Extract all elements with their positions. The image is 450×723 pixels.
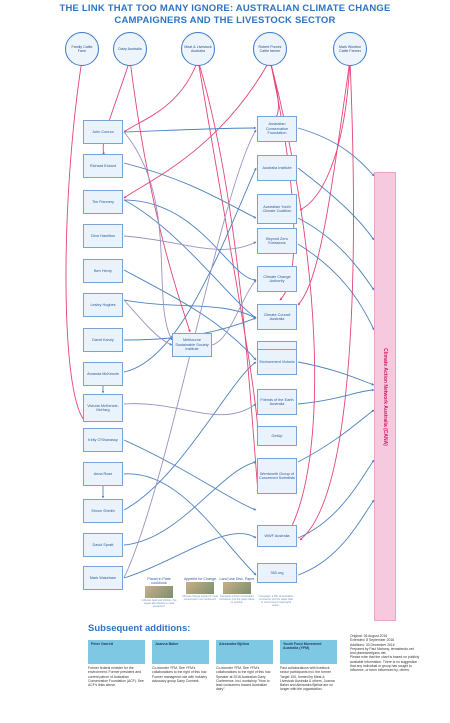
source-title: Land Use Disc. Paper <box>219 577 255 581</box>
hub-msssi: Melbourne Sustainable Society Institute <box>172 333 212 357</box>
source-campaign: Campaign: a fifth of Australia's emissio… <box>258 595 294 607</box>
source-caption: Campaign: a fifth of Australia's emissio… <box>258 595 294 607</box>
card-head: Peter Garrett <box>88 640 145 664</box>
org-box: Climate Council Australia <box>257 304 297 330</box>
report-cover-image <box>186 582 214 594</box>
note-extended: Extended: 8 September 2016 <box>350 638 395 643</box>
org-box: Climate Change Authority <box>257 266 297 292</box>
person-box: David Karoly <box>83 328 123 352</box>
person-box: Tim Flannery <box>83 190 123 214</box>
addition-card-alexandra-bjelica: Alexandra Bjelica Co-founder YFM. See YF… <box>216 640 273 692</box>
page-title: THE LINK THAT TOO MANY IGNORE: AUSTRALIA… <box>0 3 450 27</box>
cana-bar: Climate Action Network Australia (CANA) <box>374 172 396 621</box>
source-land-use-paper: Land Use Disc. Paper Livestock a third o… <box>218 577 256 604</box>
note-additions: Additions: 30 December 2016 <box>350 642 395 647</box>
card-body: Former federal minister for the environm… <box>88 666 144 688</box>
cana-label: Climate Action Network Australia (CANA) <box>382 347 388 446</box>
person-box: Clive Hamilton <box>83 224 123 248</box>
book-cover-image <box>145 586 173 598</box>
org-box: Friends of the Earth Australia <box>257 389 297 415</box>
notes-block: Original: 26 August 2016 Extended: 8 Sep… <box>350 634 420 673</box>
card-body: Co-founder YFM. See YFM's collaborations… <box>152 666 208 683</box>
card-head: Youth Food Movement Australia (YFM) <box>280 640 337 664</box>
title-line-1: THE LINK THAT TOO MANY IGNORE: AUSTRALIA… <box>59 3 391 14</box>
org-box: GetUp <box>257 426 297 446</box>
person-box: Richard Eckard <box>83 154 123 178</box>
subsequent-additions-title: Subsequent additions: <box>88 623 191 634</box>
person-box: Amanda McKenzie <box>83 362 123 386</box>
org-box: Australian Conservation Foundation <box>257 116 297 142</box>
title-line-2: CAMPAIGNERS AND THE LIVESTOCK SECTOR <box>114 15 336 26</box>
addition-card-joanna-baker: Joanna Baker Co-founder YFM. See YFM's c… <box>152 640 209 683</box>
person-box: Kelly O'Shanassy <box>83 428 123 452</box>
note-original: Original: 26 August 2016 <box>350 634 388 638</box>
addition-card-yfm: Youth Food Movement Australia (YFM) Past… <box>280 640 337 692</box>
circle-robert-purves: Robert Purves Cattle farmer <box>253 32 287 66</box>
org-box: Australia Institute <box>257 155 297 181</box>
org-box: Australian Youth Climate Coalition <box>257 194 297 224</box>
person-box: Simon Sheikh <box>83 499 123 523</box>
person-box: Ben Henry <box>83 259 123 283</box>
source-caption: Includes beef and chicken. No vegan alte… <box>141 599 177 608</box>
source-title: Appetite for Change <box>184 577 216 581</box>
note-prepared-by: Prepared by Paul Mahony, terrastendo.net… <box>350 646 414 656</box>
person-box: Victoria McKenzie-McHarg <box>83 394 123 422</box>
person-box: Mark Wakeham <box>83 566 123 590</box>
org-box: Wentworth Group of Concerned Scientists <box>257 458 297 494</box>
circle-meat-livestock-australia: Meat & Livestock Australia <box>181 32 215 66</box>
circle-mark-wootton: Mark Wootton Cattle Farmer <box>333 32 367 66</box>
org-box: Environment Victoria <box>257 349 297 375</box>
card-head: Alexandra Bjelica <box>216 640 273 664</box>
source-title: Planet in Plate cookbook <box>147 577 171 585</box>
note-disclaimer: Please note that the chart is based on p… <box>350 655 420 673</box>
card-body: Co-founder YFM. See YFM's collaborations… <box>216 666 272 692</box>
source-caption: Livestock a third of Australia's emissio… <box>219 595 255 604</box>
circle-dairy-australia: Dairy Australia <box>113 32 147 66</box>
org-box: Beyond Zero Emissions <box>257 228 297 254</box>
source-caption: Climate change impact of meat consumptio… <box>182 595 218 601</box>
person-box: Lesley Hughes <box>83 293 123 317</box>
source-planet-in-plate: Planet in Plate cookbook Includes beef a… <box>140 577 178 608</box>
card-body: Past collaborations with livestock secto… <box>280 666 335 692</box>
circle-family-cattle-farm: Family Cattle Farm <box>65 32 99 66</box>
person-box: David Spratt <box>83 533 123 557</box>
source-appetite-for-change: Appetite for Change Climate change impac… <box>182 577 218 601</box>
person-box: Anna Rose <box>83 462 123 486</box>
person-box: John Connor <box>83 120 123 144</box>
org-box: 350.org <box>257 563 297 583</box>
org-box: WWF Australia <box>257 525 297 547</box>
addition-card-peter-garrett: Peter Garrett Former federal minister fo… <box>88 640 145 687</box>
card-head: Joanna Baker <box>152 640 209 664</box>
paper-cover-image <box>223 582 251 594</box>
